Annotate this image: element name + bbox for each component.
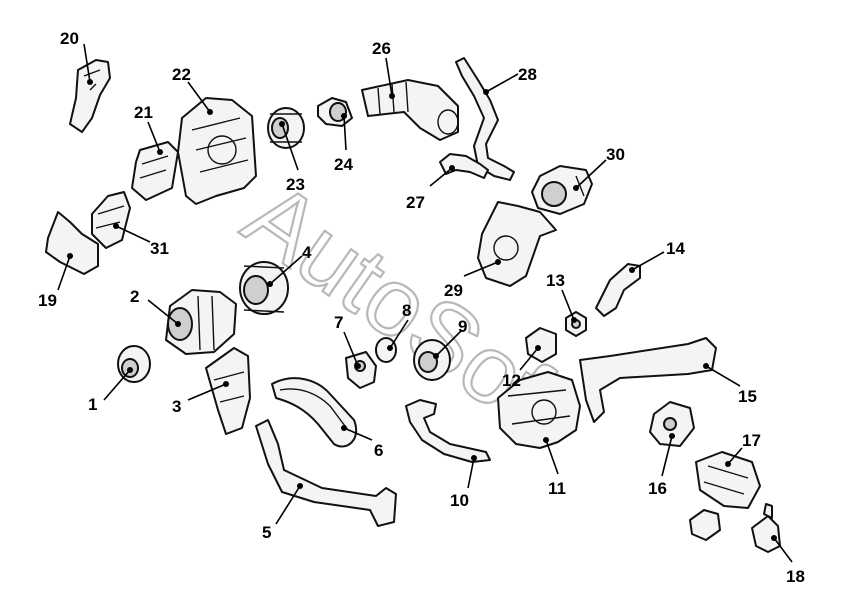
svg-text:16: 16	[648, 479, 667, 498]
svg-text:18: 18	[786, 567, 805, 586]
part-24-sensor	[317, 97, 353, 127]
callout-17: 17	[725, 431, 761, 467]
callout-22: 22	[172, 65, 213, 115]
part-5-bracket	[255, 419, 397, 527]
callout-28: 28	[483, 65, 537, 95]
svg-text:3: 3	[172, 397, 181, 416]
svg-text:9: 9	[458, 317, 467, 336]
callout-2: 2	[130, 287, 181, 327]
callout-12: 12	[502, 345, 541, 390]
callout-21: 21	[134, 103, 163, 155]
svg-text:30: 30	[606, 145, 625, 164]
svg-text:5: 5	[262, 523, 271, 542]
callout-31: 31	[113, 223, 169, 258]
svg-text:1: 1	[88, 395, 97, 414]
callout-24: 24	[334, 113, 353, 174]
part-9-pulley	[413, 339, 451, 381]
part-cap	[689, 509, 721, 541]
part-8-bush	[375, 337, 397, 363]
svg-text:11: 11	[548, 479, 566, 498]
callout-11: 11	[543, 437, 566, 498]
svg-text:6: 6	[374, 441, 383, 460]
callout-1: 1	[88, 367, 133, 414]
svg-text:4: 4	[302, 243, 312, 262]
callout-26: 26	[372, 39, 395, 99]
callout-15: 15	[703, 363, 757, 406]
callout-20: 20	[60, 29, 93, 85]
part-16-coolant-outlet	[649, 401, 695, 447]
svg-text:8: 8	[402, 301, 411, 320]
callout-19: 19	[38, 253, 73, 310]
part-7-tensioner	[345, 351, 377, 389]
part-3-bracket	[205, 347, 251, 435]
part-1-idler-pulley	[117, 345, 151, 383]
callout-7: 7	[334, 313, 361, 369]
part-14-pipe	[595, 263, 641, 317]
svg-text:15: 15	[738, 387, 757, 406]
callout-8: 8	[387, 301, 411, 351]
svg-text:2: 2	[130, 287, 139, 306]
part-4-pulley	[239, 261, 289, 315]
callout-23: 23	[279, 121, 305, 194]
svg-text:24: 24	[334, 155, 353, 174]
callout-27: 27	[406, 165, 455, 212]
callout-30: 30	[573, 145, 625, 191]
part-31-bracket	[91, 191, 131, 249]
svg-text:28: 28	[518, 65, 537, 84]
part-10-hose	[405, 399, 491, 463]
callout-14: 14	[629, 239, 685, 273]
svg-text:10: 10	[450, 491, 469, 510]
part-17-housing	[695, 451, 761, 509]
part-13-nut	[565, 311, 587, 337]
part-23-roller	[267, 107, 305, 149]
part-27-hose	[439, 153, 489, 179]
svg-text:7: 7	[334, 313, 343, 332]
part-20-bracket	[69, 59, 111, 133]
svg-text:14: 14	[666, 239, 685, 258]
part-2-alternator	[165, 289, 237, 355]
svg-text:23: 23	[286, 175, 305, 194]
svg-text:29: 29	[444, 281, 463, 300]
callout-16: 16	[648, 433, 675, 498]
svg-text:12: 12	[502, 371, 521, 390]
part-30-egr-valve	[531, 165, 593, 215]
svg-text:21: 21	[134, 103, 153, 122]
svg-text:22: 22	[172, 65, 191, 84]
svg-text:17: 17	[742, 431, 761, 450]
callout-29: 29	[444, 259, 501, 300]
callout-18: 18	[771, 535, 805, 586]
part-22-timing-cover	[177, 97, 257, 205]
callout-6: 6	[341, 425, 383, 460]
svg-text:13: 13	[546, 271, 565, 290]
part-29-bracket	[477, 201, 557, 287]
callout-10: 10	[450, 455, 477, 510]
svg-text:27: 27	[406, 193, 425, 212]
part-26-intake-hose	[361, 79, 459, 141]
svg-text:19: 19	[38, 291, 57, 310]
callout-5: 5	[262, 483, 303, 542]
svg-text:26: 26	[372, 39, 391, 58]
part-18-sensor	[751, 503, 781, 553]
part-21-bracket	[131, 141, 179, 201]
part-6-belt	[271, 377, 357, 448]
callout-3: 3	[172, 381, 229, 416]
part-11-thermostat-housing	[497, 371, 581, 449]
part-15-pipe	[579, 337, 717, 423]
callout-9: 9	[433, 317, 467, 359]
callout-4: 4	[267, 243, 312, 287]
svg-text:31: 31	[150, 239, 169, 258]
callout-13: 13	[546, 271, 577, 323]
svg-text:20: 20	[60, 29, 79, 48]
part-19-bracket	[45, 211, 99, 275]
